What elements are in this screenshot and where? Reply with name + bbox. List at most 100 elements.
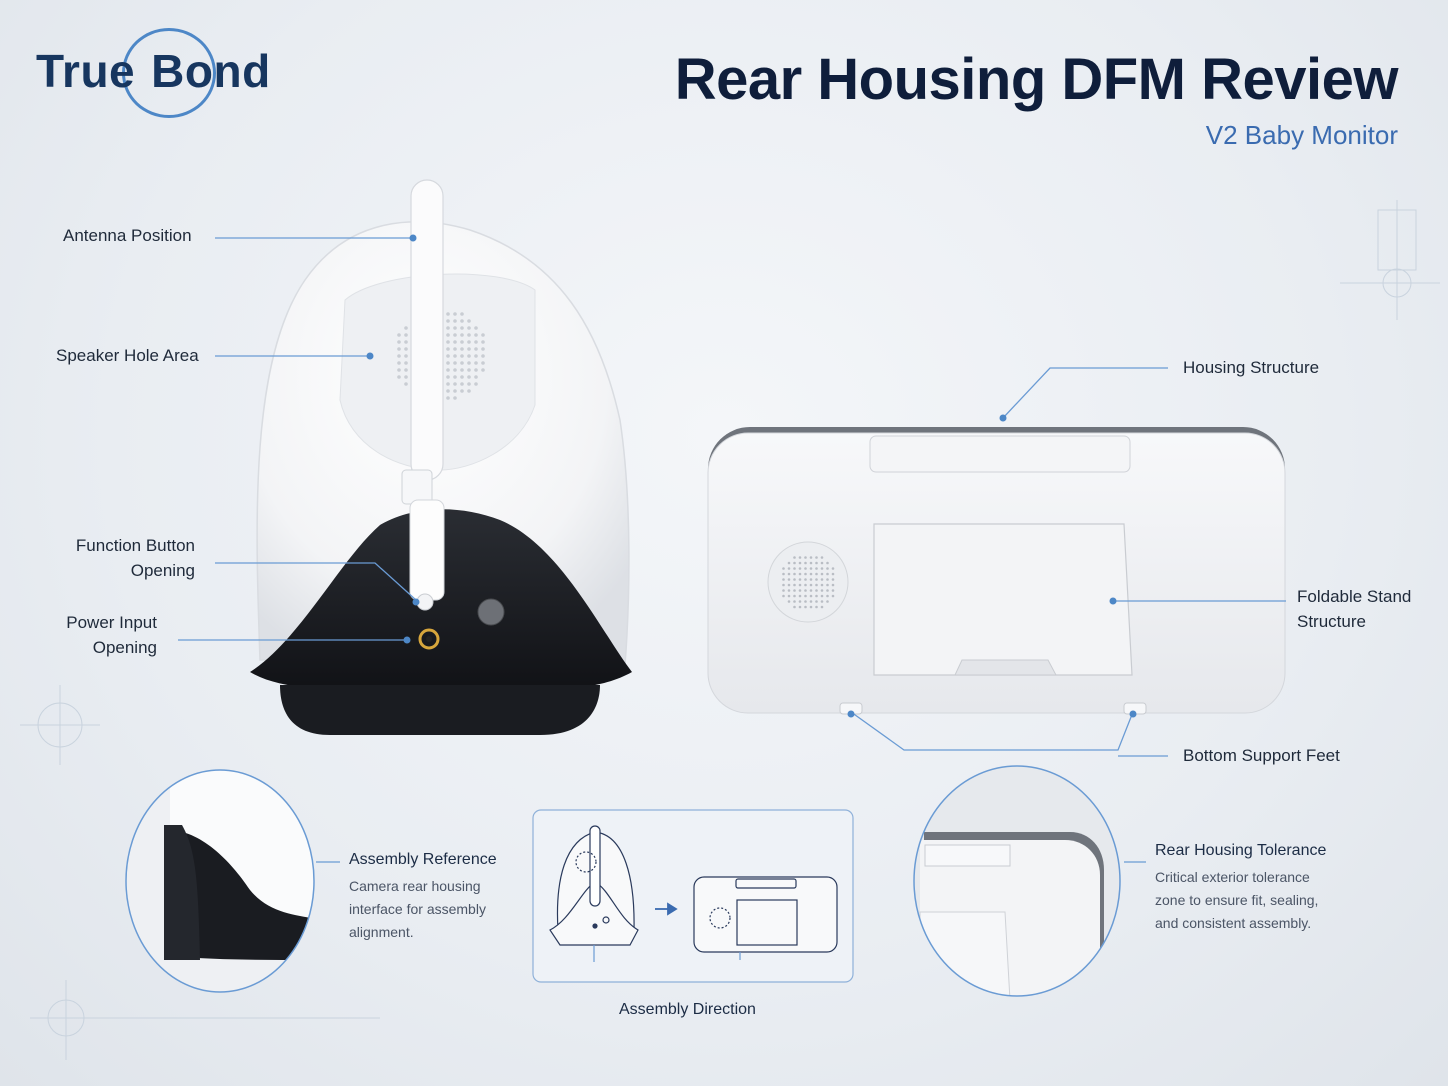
label-foldable-stand-structure: Foldable Stand Structure [1297,584,1411,634]
rear-housing-tolerance-line2: zone to ensure fit, sealing, [1155,892,1319,908]
speaker-hole [404,354,408,358]
speaker-hole [798,572,802,576]
speaker-hole [809,561,813,565]
speaker-hole [798,594,802,598]
speaker-hole [793,605,796,609]
speaker-hole [460,361,464,365]
speaker-hole [481,340,485,344]
speaker-hole [809,567,813,570]
speaker-hole [453,354,457,358]
speaker-hole [782,567,785,570]
page-subtitle: V2 Baby Monitor [1205,120,1398,150]
speaker-hole [460,347,464,351]
speaker-hole [798,578,802,581]
speaker-hole [446,319,450,323]
speaker-hole [453,326,457,330]
speaker-hole [474,333,478,337]
speaker-hole [481,333,485,337]
logo-word-bond: Bond [151,45,271,97]
speaker-hole [460,340,464,344]
speaker-hole [804,583,807,587]
speaker-hole [831,567,835,570]
speaker-hole [446,375,450,379]
speaker-hole [826,583,829,587]
speaker-hole [815,583,818,587]
speaker-hole [815,578,818,581]
speaker-hole [446,382,450,386]
rear-housing-tolerance-detail [913,765,1121,997]
speaker-hole [453,312,457,316]
speaker-hole [474,354,478,358]
speaker-hole [453,361,457,365]
speaker-hole [404,347,408,351]
speaker-hole [460,326,464,330]
assembly-reference-line3: alignment. [349,924,414,940]
speaker-hole [453,319,457,323]
speaker-hole [787,583,791,587]
speaker-hole [467,333,471,337]
speaker-hole [820,578,824,581]
speaker-hole [809,594,813,598]
crosshair-icon [20,200,1440,1060]
monitor-speaker-holes [782,556,835,609]
speaker-hole [798,556,802,559]
speaker-hole [815,556,818,559]
speaker-hole [446,361,450,365]
assembly-reference-detail [125,769,315,993]
speaker-hole [798,589,802,592]
speaker-hole [404,361,408,365]
speaker-hole [453,382,457,386]
speaker-hole [453,347,457,351]
speaker-hole [793,561,796,565]
assembly-reference-line1: Camera rear housing [349,878,481,894]
speaker-hole [793,572,796,576]
speaker-hole [782,594,785,598]
speaker-hole [793,594,796,598]
speaker-hole [446,396,450,400]
speaker-hole [820,567,824,570]
speaker-hole [831,578,835,581]
speaker-hole [782,572,785,576]
speaker-hole [793,583,796,587]
speaker-hole [793,556,796,559]
speaker-hole [397,347,401,351]
speaker-hole [474,368,478,372]
speaker-hole [460,375,464,379]
speaker-hole [404,340,408,344]
speaker-hole [804,556,807,559]
speaker-hole [467,347,471,351]
assembly-reference-text: Assembly Reference Camera rear housing i… [349,851,529,944]
speaker-hole [804,567,807,570]
speaker-hole [820,572,824,576]
speaker-hole [831,583,835,587]
speaker-hole [404,375,408,379]
assembly-reference-line2: interface for assembly [349,901,486,917]
label-power-input-line1: Power Input [66,613,157,632]
speaker-hole [820,594,824,598]
speaker-hole [826,600,829,603]
speaker-hole [782,578,785,581]
speaker-hole [467,354,471,358]
speaker-hole [831,589,835,592]
label-function-button-opening: Function Button Opening [76,533,195,583]
speaker-hole [467,368,471,372]
speaker-hole [815,567,818,570]
speaker-hole [809,589,813,592]
speaker-hole [826,594,829,598]
speaker-hole [793,589,796,592]
speaker-hole [446,326,450,330]
speaker-hole [826,572,829,576]
speaker-hole [815,600,818,603]
rear-housing-tolerance-text: Rear Housing Tolerance Critical exterior… [1155,842,1355,935]
monitor-illustration [707,427,1286,715]
speaker-hole [804,589,807,592]
speaker-hole [474,326,478,330]
speaker-hole [474,375,478,379]
speaker-hole [467,375,471,379]
speaker-hole [804,605,807,609]
speaker-hole [404,333,408,337]
speaker-hole [460,354,464,358]
speaker-hole [481,347,485,351]
